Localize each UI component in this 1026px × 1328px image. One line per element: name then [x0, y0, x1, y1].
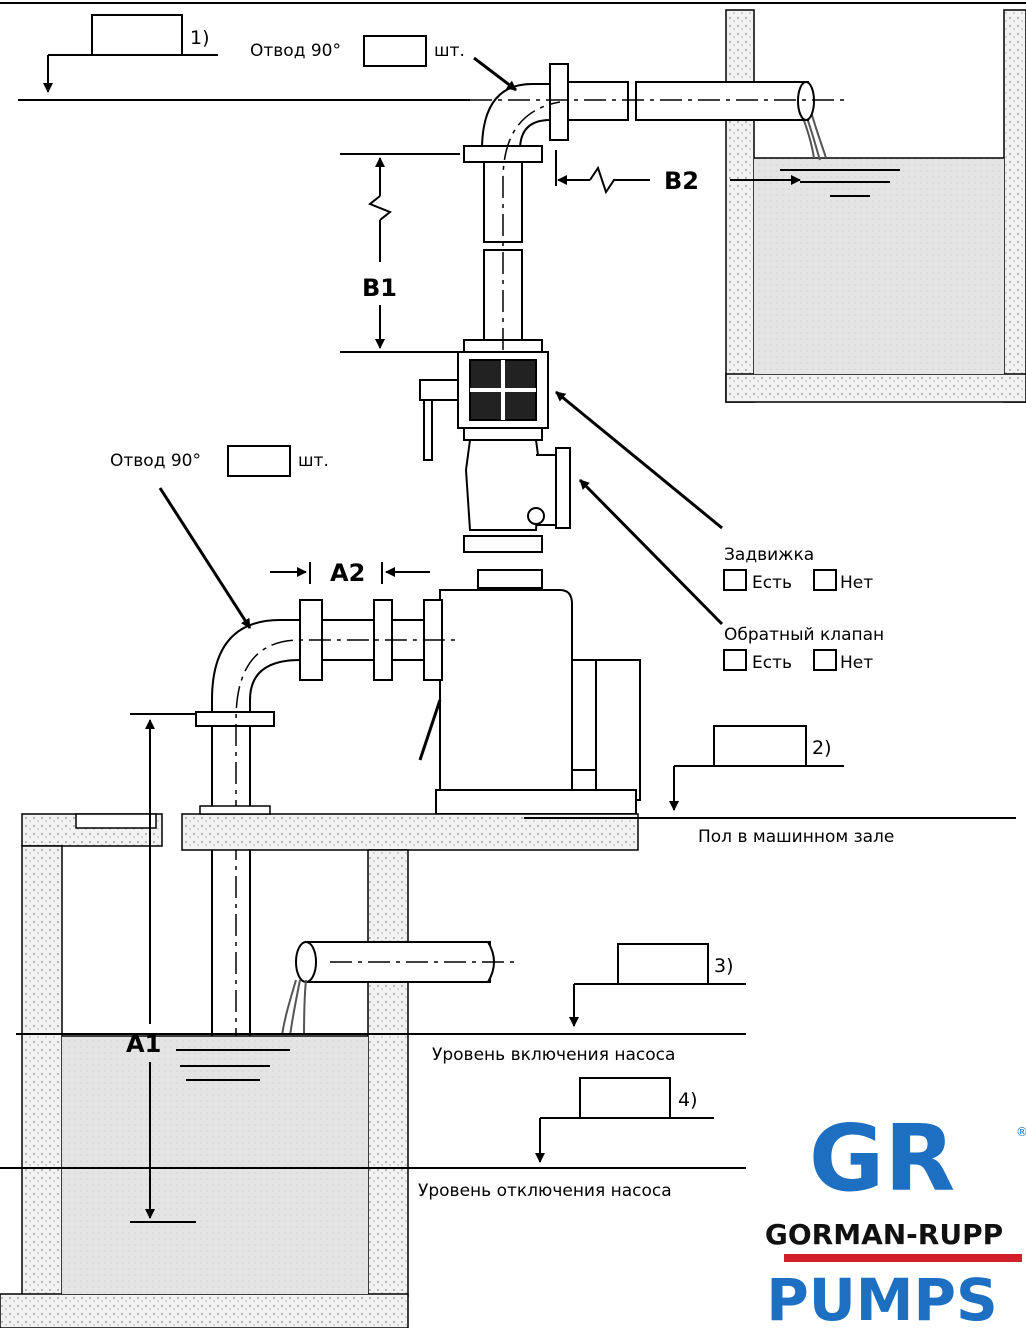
lower-inflow-jet: [281, 979, 307, 1037]
marker-2: 2): [812, 737, 832, 759]
elbow-top-unit: шт.: [434, 41, 465, 61]
dim-b1: B1: [362, 274, 397, 302]
gate-valve-yes-checkbox[interactable]: [723, 569, 747, 591]
check-valve-no-checkbox[interactable]: [813, 649, 837, 671]
gate-valve-yes-label: Есть: [752, 573, 792, 593]
wet-well: [0, 845, 409, 1328]
elbow-top-label: Отвод 90°: [250, 41, 341, 61]
logo-registered: ®: [1016, 1125, 1026, 1139]
machine-floor-label: Пол в машинном зале: [698, 827, 894, 847]
elbow-bottom-label: Отвод 90°: [110, 451, 201, 471]
dim-b2: B2: [664, 167, 699, 195]
check-valve-no-label: Нет: [840, 653, 873, 673]
check-valve-yes-label: Есть: [752, 653, 792, 673]
elbow-bottom-qty-box[interactable]: [227, 445, 291, 477]
gate-valve: [419, 351, 549, 461]
upper-discharge-pipe: [463, 63, 815, 353]
marker-4: 4): [678, 1089, 698, 1111]
logo-line1: GORMAN-RUPP: [765, 1218, 1003, 1251]
dim-a1: A1: [126, 1030, 161, 1058]
check-valve: [463, 439, 571, 553]
gate-valve-label: Задвижка: [724, 545, 814, 565]
dim-a2: A2: [330, 559, 365, 587]
upper-tank: [725, 9, 1026, 403]
gorman-rupp-logo: GR ® GORMAN-RUPP PUMPS: [765, 1105, 1026, 1328]
elbow-bottom-unit: шт.: [298, 451, 329, 471]
logo-red-bar: [784, 1254, 1022, 1262]
elbow-top-qty-box[interactable]: [363, 35, 427, 67]
level-box-1: [91, 14, 183, 56]
gate-valve-no-label: Нет: [840, 573, 873, 593]
pump-on-level-label: Уровень включения насоса: [432, 1045, 675, 1065]
logo-letters: GR: [809, 1105, 955, 1212]
pump: [418, 569, 641, 815]
level-box-2: [713, 725, 807, 767]
level-box-4: [579, 1077, 671, 1119]
level-box-3: [617, 943, 709, 985]
gate-valve-no-checkbox[interactable]: [813, 569, 837, 591]
marker-1: 1): [190, 27, 210, 49]
machine-floor: [21, 805, 639, 851]
marker-3: 3): [714, 955, 734, 977]
check-valve-label: Обратный клапан: [724, 625, 884, 645]
check-valve-yes-checkbox[interactable]: [723, 649, 747, 671]
logo-line2: PUMPS: [766, 1266, 998, 1328]
pump-off-level-label: Уровень отключения насоса: [418, 1181, 672, 1201]
